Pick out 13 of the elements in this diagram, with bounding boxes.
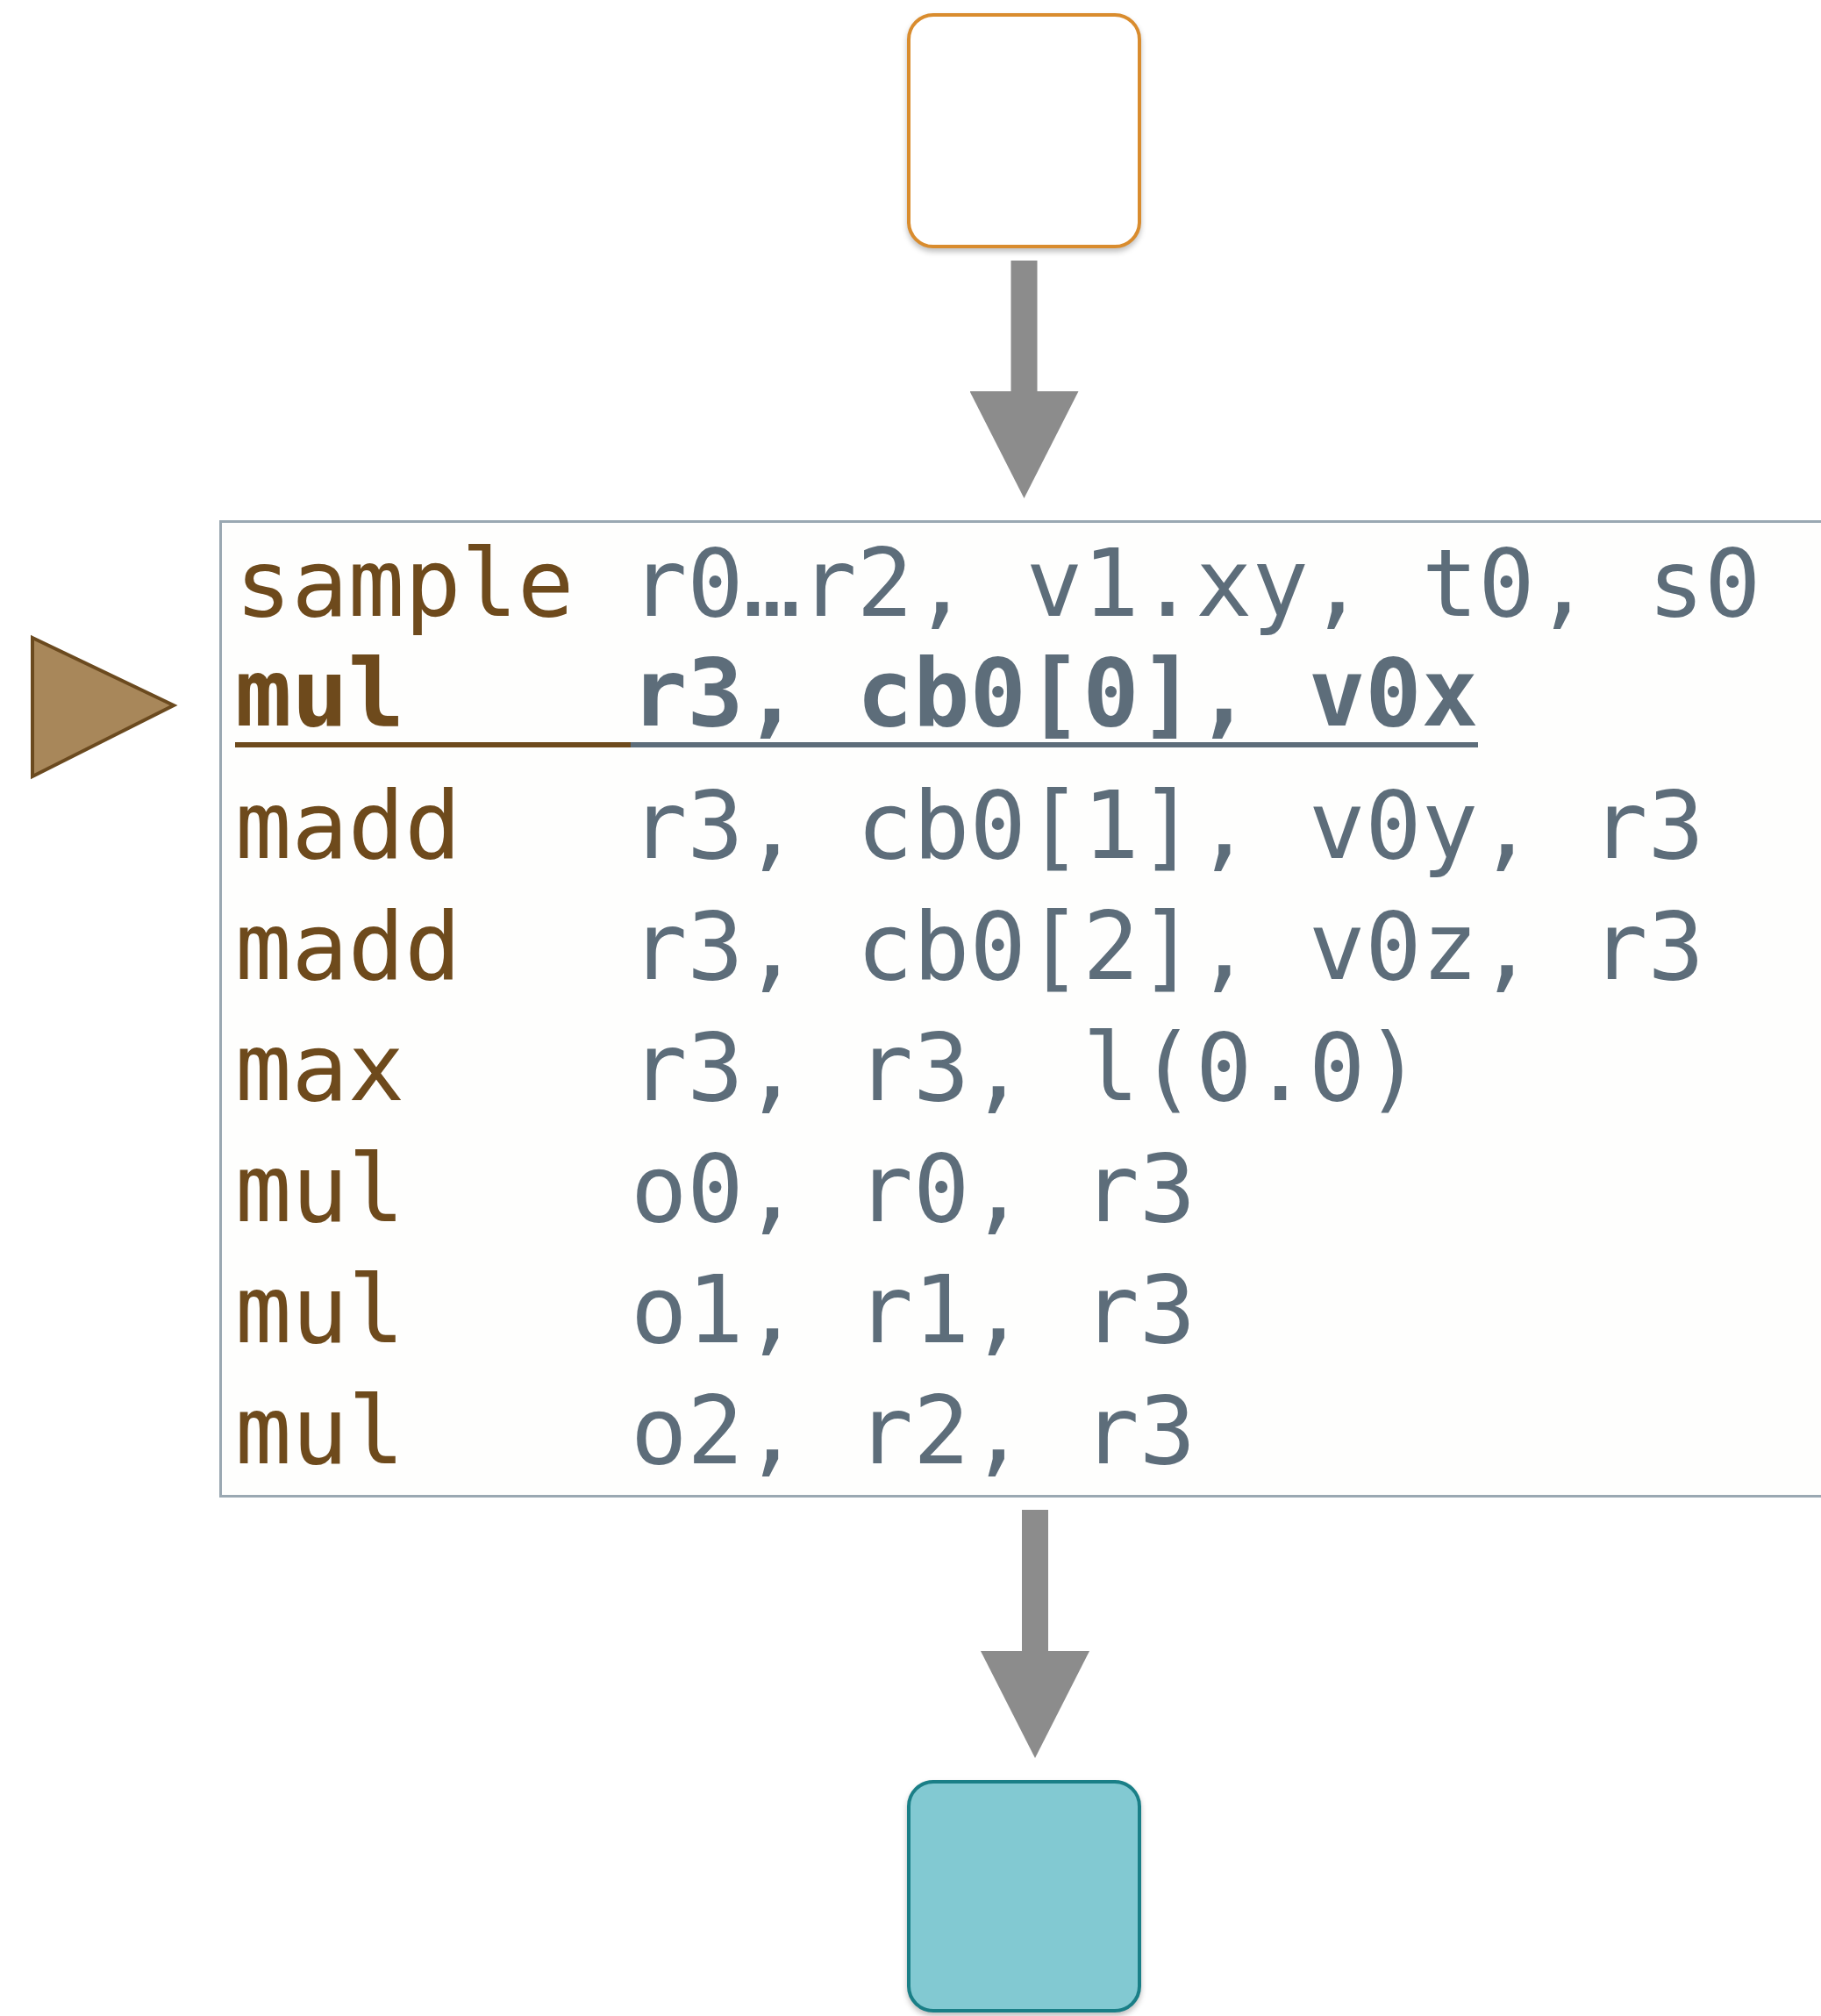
code-line: max r3, r3, l(0.0): [235, 1012, 1423, 1124]
code-line: madd r3, cb0[2], v0z, r3: [235, 891, 1705, 1003]
process-box: [907, 1780, 1141, 2012]
code-line: madd r3, cb0[1], v0y, r3: [235, 770, 1705, 882]
arrow: [981, 1510, 1089, 1758]
process-box: [907, 13, 1141, 248]
code-line: mul o1, r1, r3: [235, 1255, 1197, 1366]
code-line: sample r0…r2, v1.xy, t0, s0: [235, 528, 1762, 640]
code-panel: [219, 520, 1821, 1498]
code-line: mul o0, r0, r3: [235, 1133, 1197, 1245]
arrow: [969, 261, 1079, 498]
code-line: mul r3, cb0[0], v0x: [235, 644, 1480, 749]
code-line: mul o2, r2, r3: [235, 1376, 1197, 1487]
